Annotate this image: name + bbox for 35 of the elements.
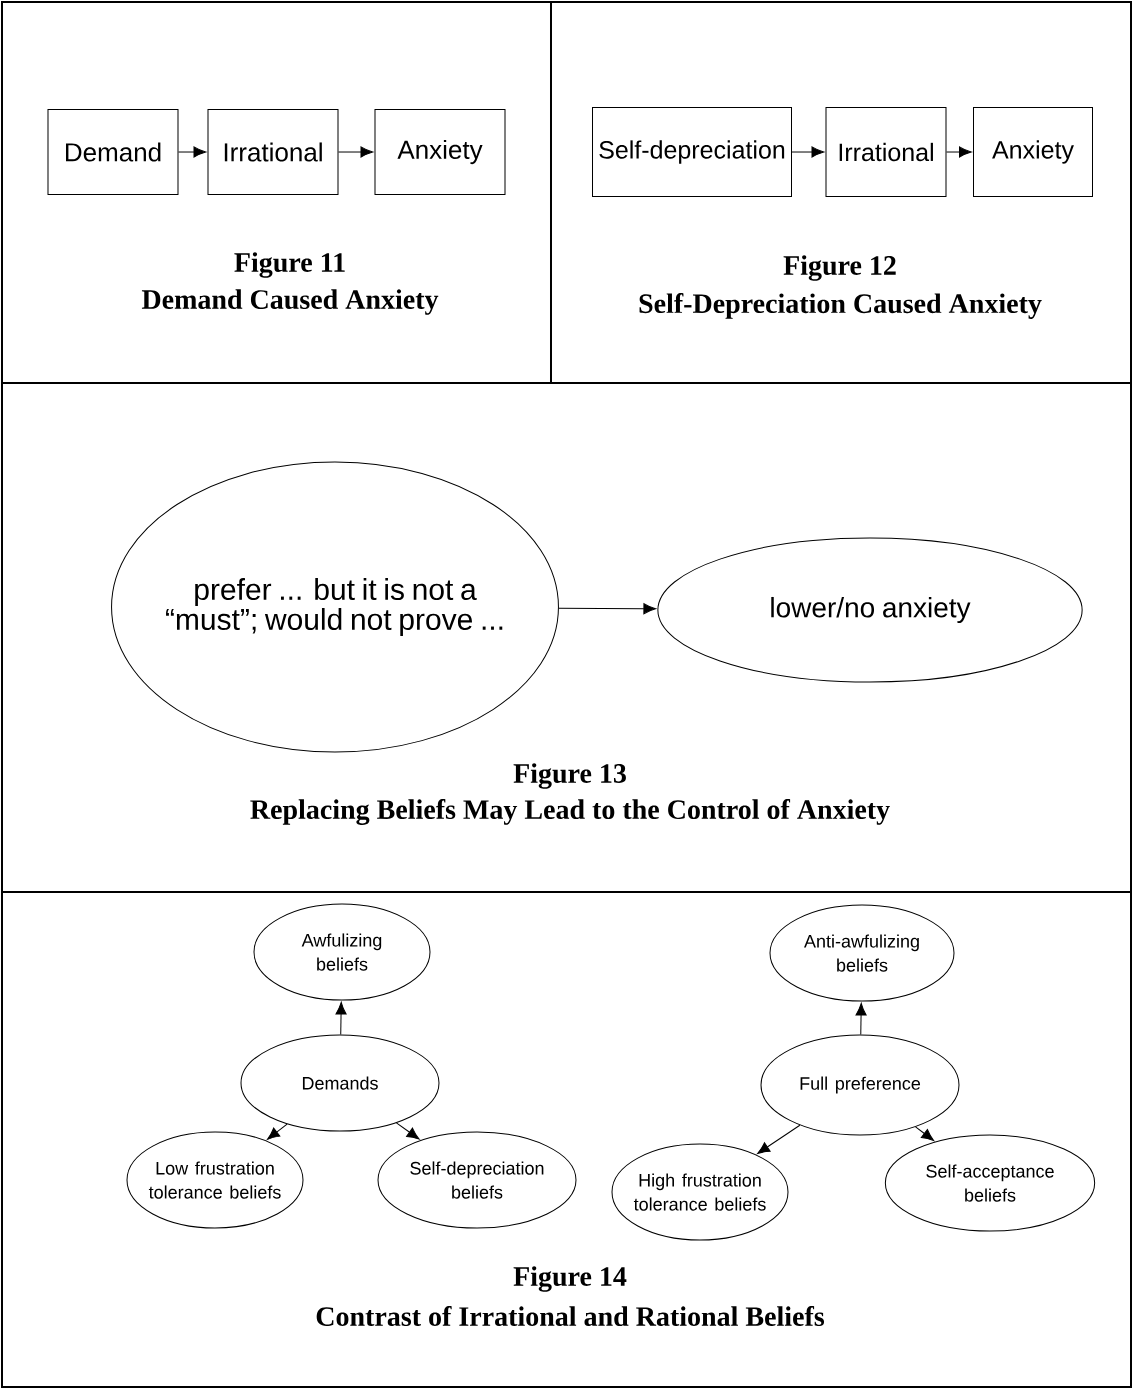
ellipse-node: High frustration tolerance beliefs bbox=[611, 1143, 789, 1241]
figure-caption: Figure 11 bbox=[234, 252, 345, 278]
arrow bbox=[855, 1002, 867, 1035]
process-box: Self-depreciation bbox=[592, 107, 792, 197]
arrow bbox=[558, 603, 657, 615]
arrow bbox=[395, 1122, 420, 1140]
ellipse-node: Low frustration tolerance beliefs bbox=[126, 1131, 304, 1229]
arrow bbox=[338, 146, 374, 158]
arrow bbox=[335, 1001, 347, 1035]
ellipse-node: Anti-awfulizing beliefs bbox=[769, 904, 955, 1002]
arrow bbox=[267, 1123, 288, 1140]
figure-caption: Figure 12 bbox=[783, 255, 896, 281]
ellipse-node: prefer ... but it is not a “must”; would not prove ... bbox=[111, 461, 559, 753]
arrow bbox=[757, 1124, 801, 1154]
ellipse-node: Full preference bbox=[760, 1034, 960, 1136]
ellipse-node: Awfulizing beliefs bbox=[253, 903, 431, 1001]
process-box: Irrational bbox=[207, 109, 339, 195]
arrow bbox=[791, 146, 825, 158]
figure-caption: Demand Caused Anxiety bbox=[141, 289, 439, 315]
ellipse-node: Self-acceptance beliefs bbox=[884, 1134, 1096, 1232]
figure-caption: Figure 14 bbox=[513, 1266, 627, 1292]
figure-caption: Contrast of Irrational and Rational Beliefs bbox=[316, 1306, 825, 1326]
process-box: Anxiety bbox=[374, 109, 506, 195]
arrow bbox=[915, 1126, 935, 1142]
ellipse-node: Demands bbox=[240, 1034, 440, 1132]
process-box: Irrational bbox=[825, 107, 947, 197]
ellipse-node: Self-depreciation beliefs bbox=[377, 1131, 577, 1229]
figure-caption: Self-Depreciation Caused Anxiety bbox=[639, 293, 1042, 319]
arrow bbox=[178, 146, 207, 158]
ellipse-node: lower/no anxiety bbox=[657, 537, 1083, 683]
process-box: Anxiety bbox=[973, 107, 1093, 197]
figure-caption: Replacing Beliefs May Lead to the Control of Anxiety bbox=[250, 799, 890, 825]
figure-caption: Figure 13 bbox=[513, 763, 626, 789]
arrow bbox=[946, 146, 972, 158]
process-box: Demand bbox=[47, 109, 179, 195]
